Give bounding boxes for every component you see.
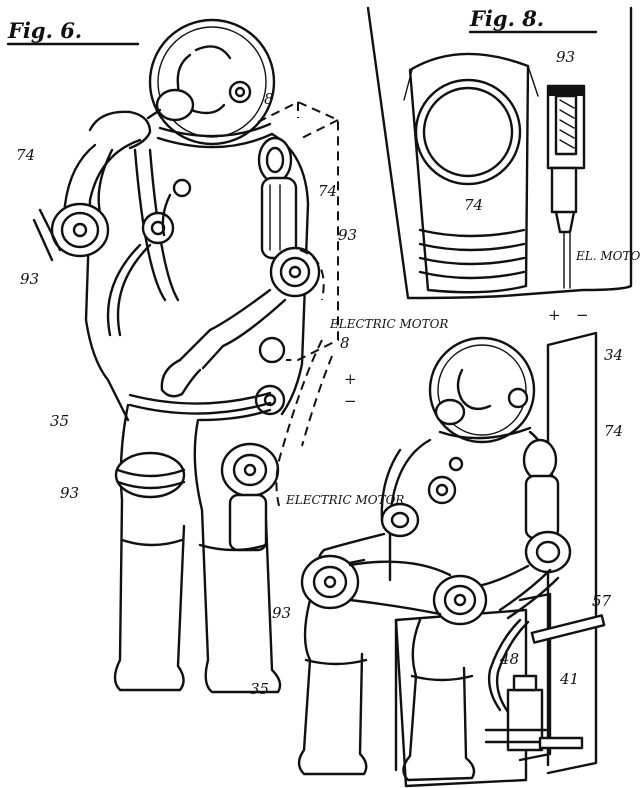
right-elbow-joint [269, 246, 321, 298]
label-74-left: 74 [16, 146, 35, 164]
label-74-fig8: 74 [464, 196, 483, 214]
label-plus-fig6: + [344, 370, 357, 388]
label-minus-fig8: − [576, 306, 589, 324]
fig6-title: Fig. 6. [7, 18, 82, 43]
label-93-right: 93 [338, 226, 357, 244]
seated-left-knee-joint [300, 554, 360, 610]
label-8-fig6: 8 [264, 90, 274, 108]
fig6-standing-suit [32, 18, 339, 694]
left-knee-joint [114, 451, 186, 499]
label-74-right: 74 [318, 182, 337, 200]
pump-assembly [484, 614, 606, 752]
label-74-seated: 74 [604, 422, 623, 440]
label-48: 48 [499, 650, 519, 668]
label-41: 41 [559, 670, 579, 688]
seated-right-knee-joint [432, 574, 488, 626]
label-93-fig8: 93 [556, 48, 575, 66]
seated-suit-figure [297, 331, 606, 788]
label-57: 57 [592, 592, 612, 610]
label-35-seated: 35 [250, 680, 269, 698]
label-electric-motor-top: ELECTRIC MOTOR [329, 317, 448, 331]
label-93-left: 93 [20, 270, 39, 288]
right-shoulder-joint [257, 136, 298, 260]
labels: Fig. 6. Fig. 8. 8 74 74 93 93 ELECTRIC M… [6, 6, 640, 698]
label-electric-motor-knee: ELECTRIC MOTOR [285, 493, 404, 507]
seated-right-arm-joints [522, 438, 572, 574]
label-el-motor-fig8: EL. MOTOR [575, 249, 640, 263]
right-knee-joint [220, 442, 280, 552]
fig8-title: Fig. 8. [469, 6, 544, 31]
label-minus-fig6: − [344, 392, 357, 410]
label-35-fig6: 35 [50, 412, 69, 430]
left-elbow-joint [32, 202, 110, 262]
label-93-seated: 93 [272, 604, 291, 622]
fig8-motor [546, 84, 586, 289]
label-93-knee: 93 [60, 484, 79, 502]
fig8-joint-detail [366, 6, 633, 300]
label-8-arrow: 8 [340, 334, 350, 352]
label-plus-fig8: + [548, 306, 561, 324]
label-34: 34 [604, 346, 623, 364]
